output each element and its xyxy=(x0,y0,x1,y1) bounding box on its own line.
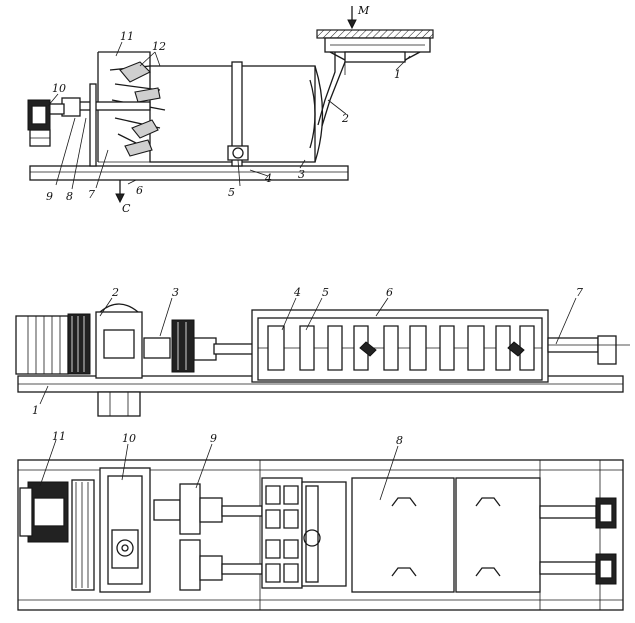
right-support xyxy=(547,335,630,365)
label-5: 5 xyxy=(228,186,235,199)
label-c: C xyxy=(122,202,131,215)
gearbox xyxy=(95,303,143,417)
label-2: 2 xyxy=(341,112,349,125)
label-9: 9 xyxy=(46,190,53,203)
drive-assembly xyxy=(27,83,151,167)
label-12: 12 xyxy=(152,40,166,53)
label-1: 1 xyxy=(394,68,401,81)
label-f3-10: 10 xyxy=(122,432,136,445)
label-f2-6: 6 xyxy=(386,286,393,299)
leader-lines-fig1 xyxy=(47,41,411,190)
leader-lines-fig2 xyxy=(39,297,577,405)
plan-couplings xyxy=(153,483,263,591)
label-f2-7: 7 xyxy=(576,286,583,299)
mixer-trough xyxy=(251,309,549,383)
label-3: 3 xyxy=(298,168,305,181)
label-f2-5: 5 xyxy=(322,286,329,299)
label-11: 11 xyxy=(120,30,134,43)
label-f2-1: 1 xyxy=(32,404,39,417)
feed-chute xyxy=(316,29,434,127)
plan-gearbox xyxy=(99,467,151,593)
base-frame xyxy=(29,165,349,181)
label-f3-9: 9 xyxy=(210,432,217,445)
label-m: M xyxy=(357,4,370,17)
label-f2-3: 3 xyxy=(172,286,179,299)
figure-shaft-mixer-side: 1 2 3 4 5 6 7 xyxy=(15,286,630,417)
label-6: 6 xyxy=(136,184,143,197)
plan-cover-plates xyxy=(351,477,541,593)
plan-bearings xyxy=(539,497,617,585)
coupling xyxy=(143,319,217,373)
figure-drum-mixer: M 1 2 3 4 5 6 C 7 8 9 10 11 12 xyxy=(27,4,434,215)
arrow-m xyxy=(347,6,357,30)
plan-paddles xyxy=(261,477,347,589)
label-8: 8 xyxy=(66,190,73,203)
label-7: 7 xyxy=(88,188,95,201)
label-4: 4 xyxy=(264,172,272,185)
leader-lines-fig3 xyxy=(39,439,399,501)
label-10: 10 xyxy=(52,82,66,95)
label-f3-11: 11 xyxy=(52,430,66,443)
label-f2-4: 4 xyxy=(293,286,301,299)
drum xyxy=(149,61,324,167)
arrow-c xyxy=(115,180,125,204)
label-f3-8: 8 xyxy=(396,434,403,447)
motor xyxy=(15,313,91,375)
label-f2-2: 2 xyxy=(111,286,119,299)
plan-motor xyxy=(19,479,95,591)
figure-shaft-mixer-plan: 8 9 10 11 xyxy=(17,430,624,611)
